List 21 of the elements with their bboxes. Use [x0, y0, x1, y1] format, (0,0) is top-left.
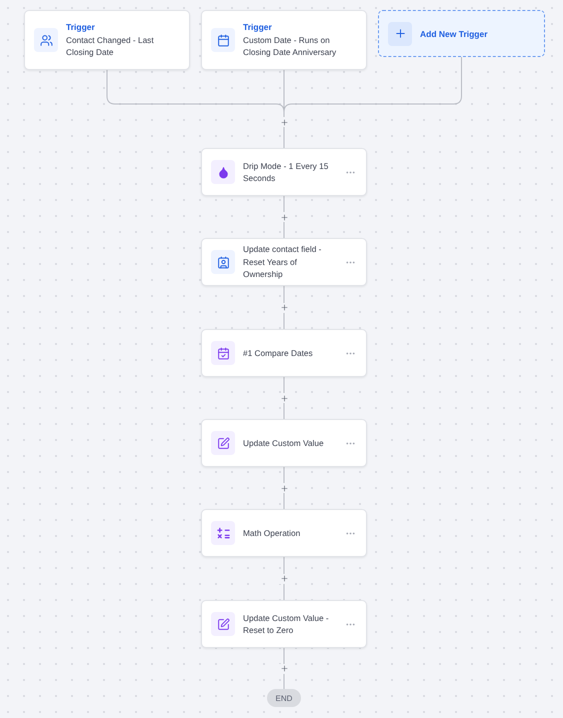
- action-label: Update contact field - Reset Years of Ownership: [243, 243, 322, 281]
- action-label: Update Custom Value - Reset to Zero: [243, 612, 330, 636]
- trigger-heading: Trigger: [66, 22, 96, 32]
- add-trigger-card: [378, 10, 545, 57]
- action-card: [201, 238, 367, 286]
- trigger-description: Custom Date - Runs on Closing Date Anniversary: [243, 34, 338, 58]
- action-card: [201, 509, 367, 557]
- action-label: Drip Mode - 1 Every 15 Seconds: [243, 160, 330, 184]
- trigger-card: [201, 10, 367, 70]
- trigger-card: [24, 10, 190, 70]
- action-label: Math Operation: [243, 526, 302, 540]
- action-card: [201, 600, 367, 648]
- end-pill: END: [267, 689, 301, 707]
- action-card: [201, 329, 367, 377]
- add-trigger-label: Add New Trigger: [420, 28, 488, 38]
- action-card: [201, 419, 367, 467]
- trigger-heading: Trigger: [243, 22, 273, 32]
- action-label: Update Custom Value: [243, 436, 325, 450]
- action-label: #1 Compare Dates: [243, 346, 314, 360]
- trigger-description: Contact Changed - Last Closing Date: [66, 34, 155, 58]
- action-card: [201, 148, 367, 196]
